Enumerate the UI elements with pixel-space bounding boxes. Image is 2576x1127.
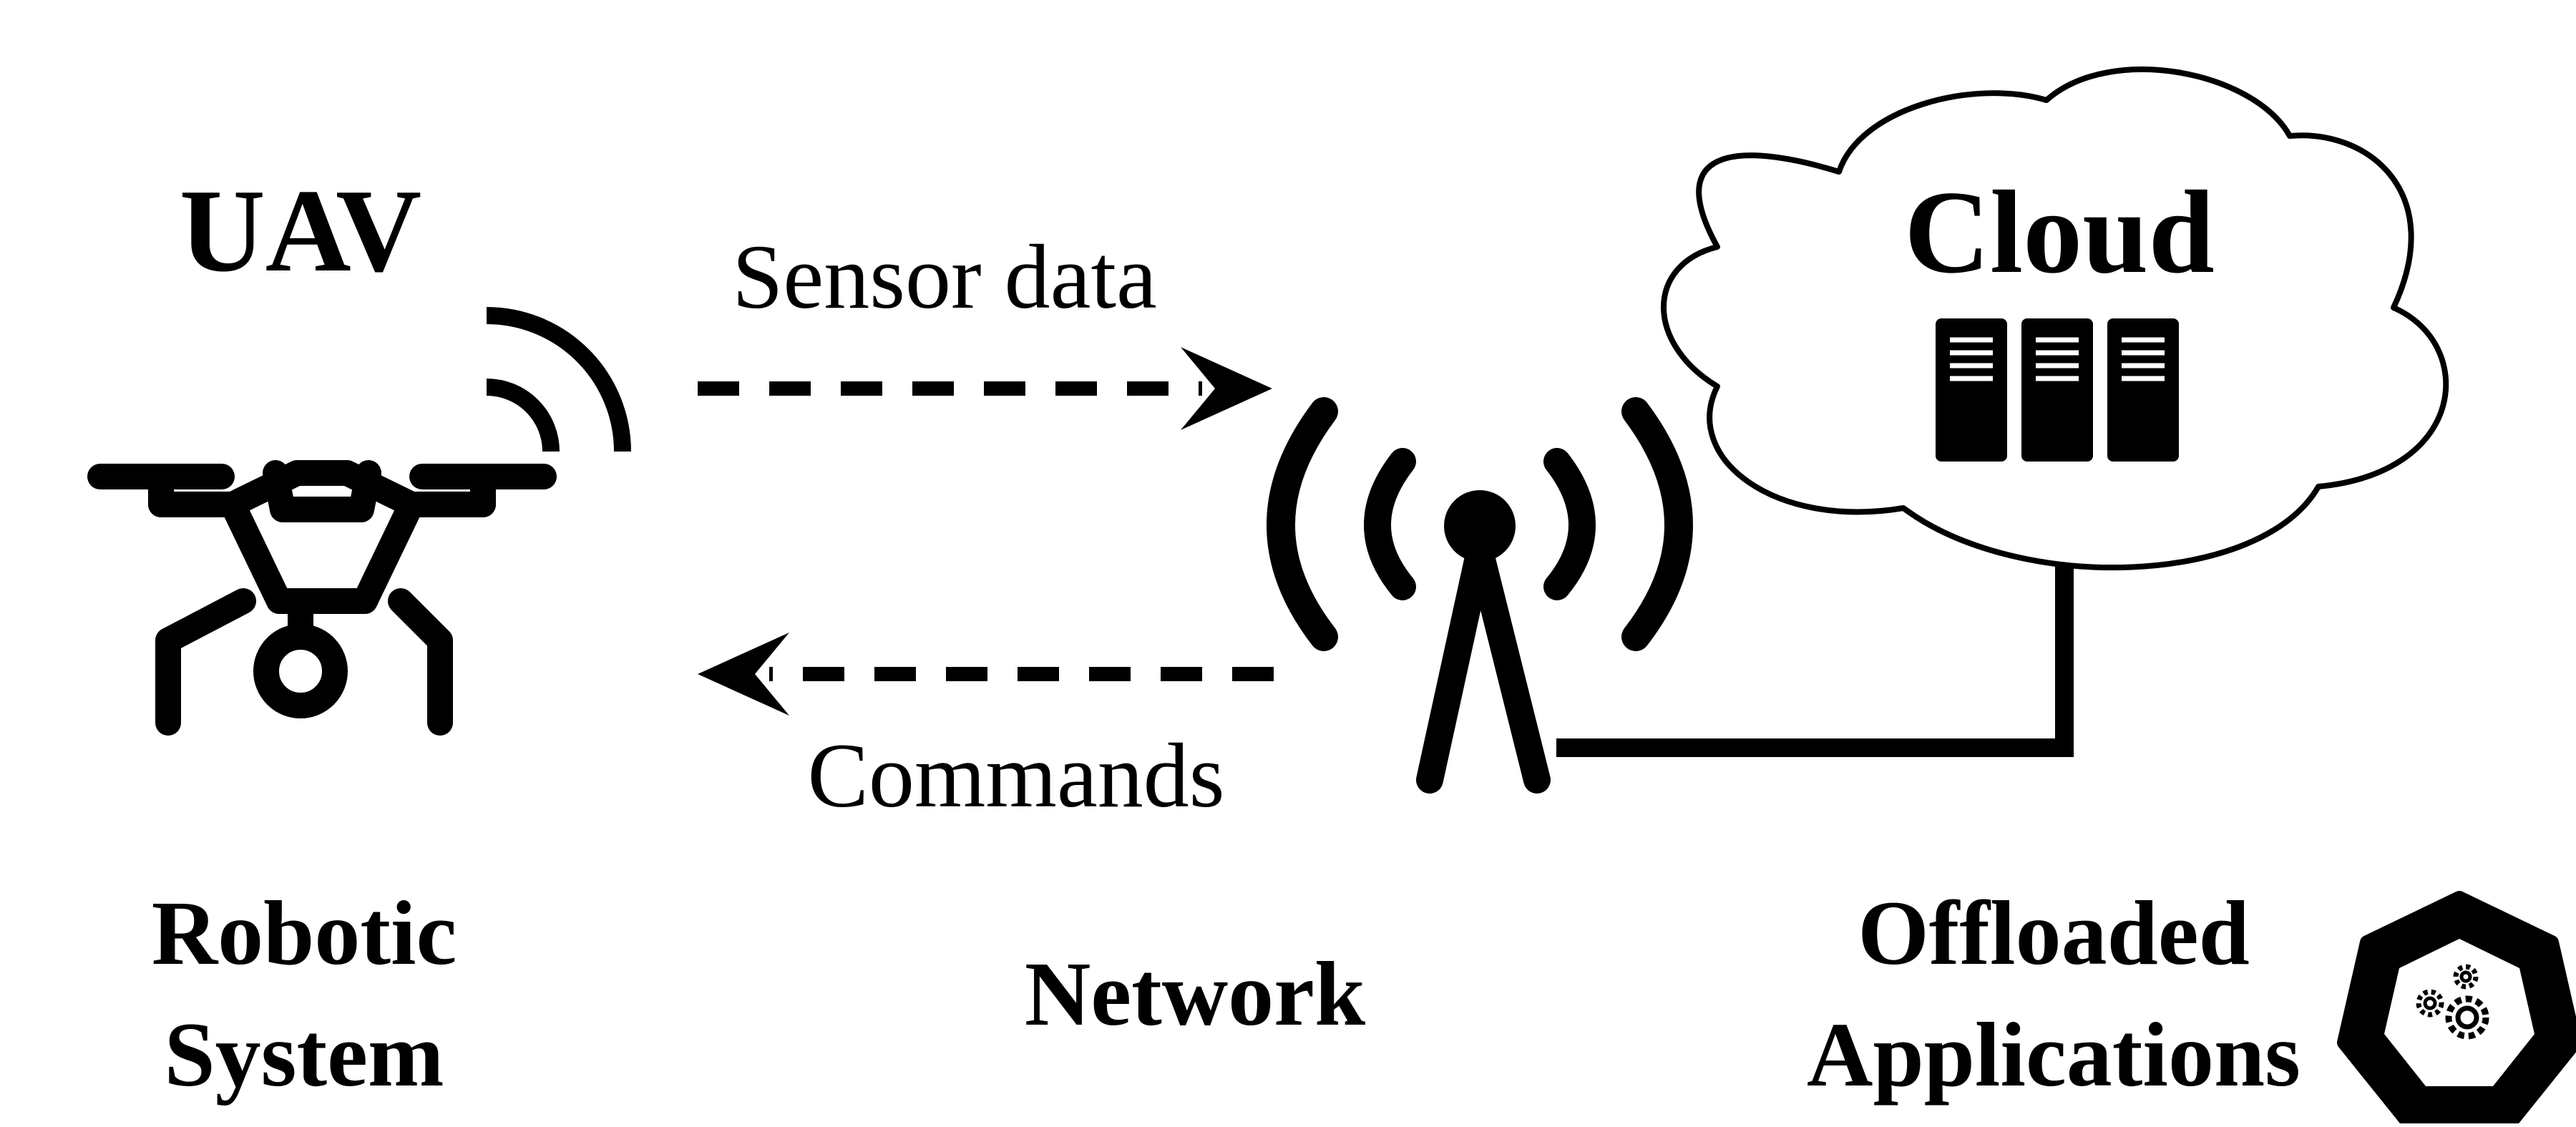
kubernetes-gears-icon	[2337, 891, 2576, 1127]
radio-antenna-icon	[1267, 397, 1693, 794]
robotic-system-label-line2: System	[164, 1004, 444, 1106]
offloaded-applications-label-line1: Offloaded	[1858, 882, 2250, 984]
server-rack-icon	[1936, 318, 2179, 462]
network-link	[1556, 558, 2074, 757]
offloaded-applications-label-line2: Applications	[1807, 1004, 2301, 1106]
sensor-data-arrow	[698, 347, 1272, 430]
commands-arrow	[698, 633, 1274, 716]
drone-icon	[87, 460, 557, 736]
sensor-data-label: Sensor data	[732, 226, 1157, 328]
network-label: Network	[1025, 943, 1365, 1045]
uav-label: UAV	[180, 165, 421, 296]
cloud-label: Cloud	[1904, 166, 2215, 298]
robotic-system-label-line1: Robotic	[152, 882, 457, 984]
cloud-icon	[1661, 66, 2449, 570]
wifi-signal-icon	[486, 307, 631, 452]
commands-label: Commands	[807, 725, 1224, 826]
